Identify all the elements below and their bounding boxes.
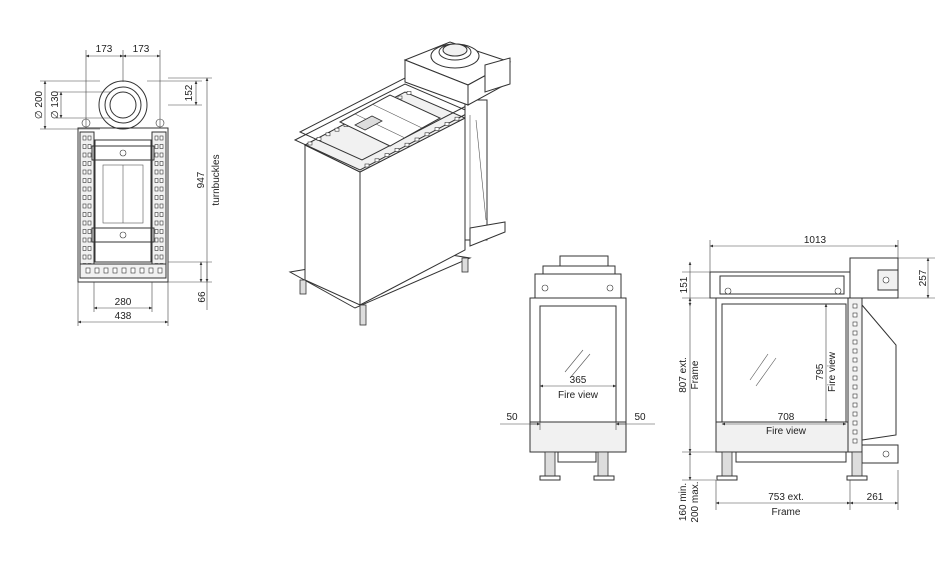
- side-view: 1013 257 151 807 ext. Frame 795 Fire vie…: [678, 235, 935, 523]
- label-side-frame-vertical: Frame: [690, 360, 701, 389]
- dim-side-leg-min: 160 min.: [678, 483, 689, 521]
- label-side-fire-view-vertical: Fire view: [827, 351, 838, 392]
- front-bottom-panel: [529, 421, 627, 453]
- bolt-icon: [119, 231, 127, 239]
- flue-inner-ring: [109, 91, 137, 119]
- label-front-fire-view: Fire view: [558, 390, 599, 401]
- side-right-rail: [847, 297, 863, 453]
- dim-diam-inner: ∅ 130: [50, 90, 61, 119]
- dim-half-right: 173: [133, 44, 150, 55]
- flue-outer-ring: [98, 80, 148, 130]
- side-bottom-panel: [715, 421, 851, 453]
- dim-outer-width: 438: [115, 311, 132, 322]
- dim-side-leg-max: 200 max.: [690, 481, 701, 522]
- dim-side-frame-height: 807 ext.: [678, 357, 689, 393]
- dim-side-flue-height: 257: [918, 269, 929, 286]
- flue-middle-ring: [104, 86, 142, 124]
- dim-front-right-side: 50: [634, 412, 646, 423]
- dim-flue-offset: 152: [184, 84, 195, 101]
- label-side-fire-view: Fire view: [766, 426, 807, 437]
- dim-side-depth: 261: [867, 492, 884, 503]
- dim-half-left: 173: [96, 44, 113, 55]
- top-view-rail-holes: [82, 135, 164, 268]
- dim-diam-outer: ∅ 200: [34, 90, 45, 119]
- dim-side-top-offset: 151: [679, 276, 690, 293]
- dim-side-glass-height: 795: [815, 363, 826, 380]
- dim-bottom-offset: 66: [197, 291, 208, 303]
- label-side-frame: Frame: [772, 507, 801, 518]
- top-view-lower-bracket: [91, 227, 155, 243]
- top-view-upper-bracket: [91, 145, 155, 161]
- dim-side-frame-width: 753 ext.: [768, 492, 804, 503]
- bolt-icon: [119, 149, 127, 157]
- top-view: 173 173 ∅ 200 ∅ 130 152 947 turnbuckles …: [34, 44, 222, 326]
- dim-side-total-width: 1013: [804, 235, 827, 246]
- dim-side-glass-width: 708: [778, 412, 795, 423]
- label-turnbuckles: turnbuckles: [211, 154, 222, 205]
- front-view: 365 Fire view 50 50: [500, 255, 655, 481]
- isometric-view: [288, 41, 512, 326]
- dim-front-left-side: 50: [506, 412, 518, 423]
- iso-front-face: [304, 144, 361, 306]
- dim-inner-width: 280: [115, 297, 132, 308]
- dim-front-glass-width: 365: [570, 375, 587, 386]
- dim-total-height: 947: [196, 171, 207, 188]
- front-glass: [539, 305, 617, 423]
